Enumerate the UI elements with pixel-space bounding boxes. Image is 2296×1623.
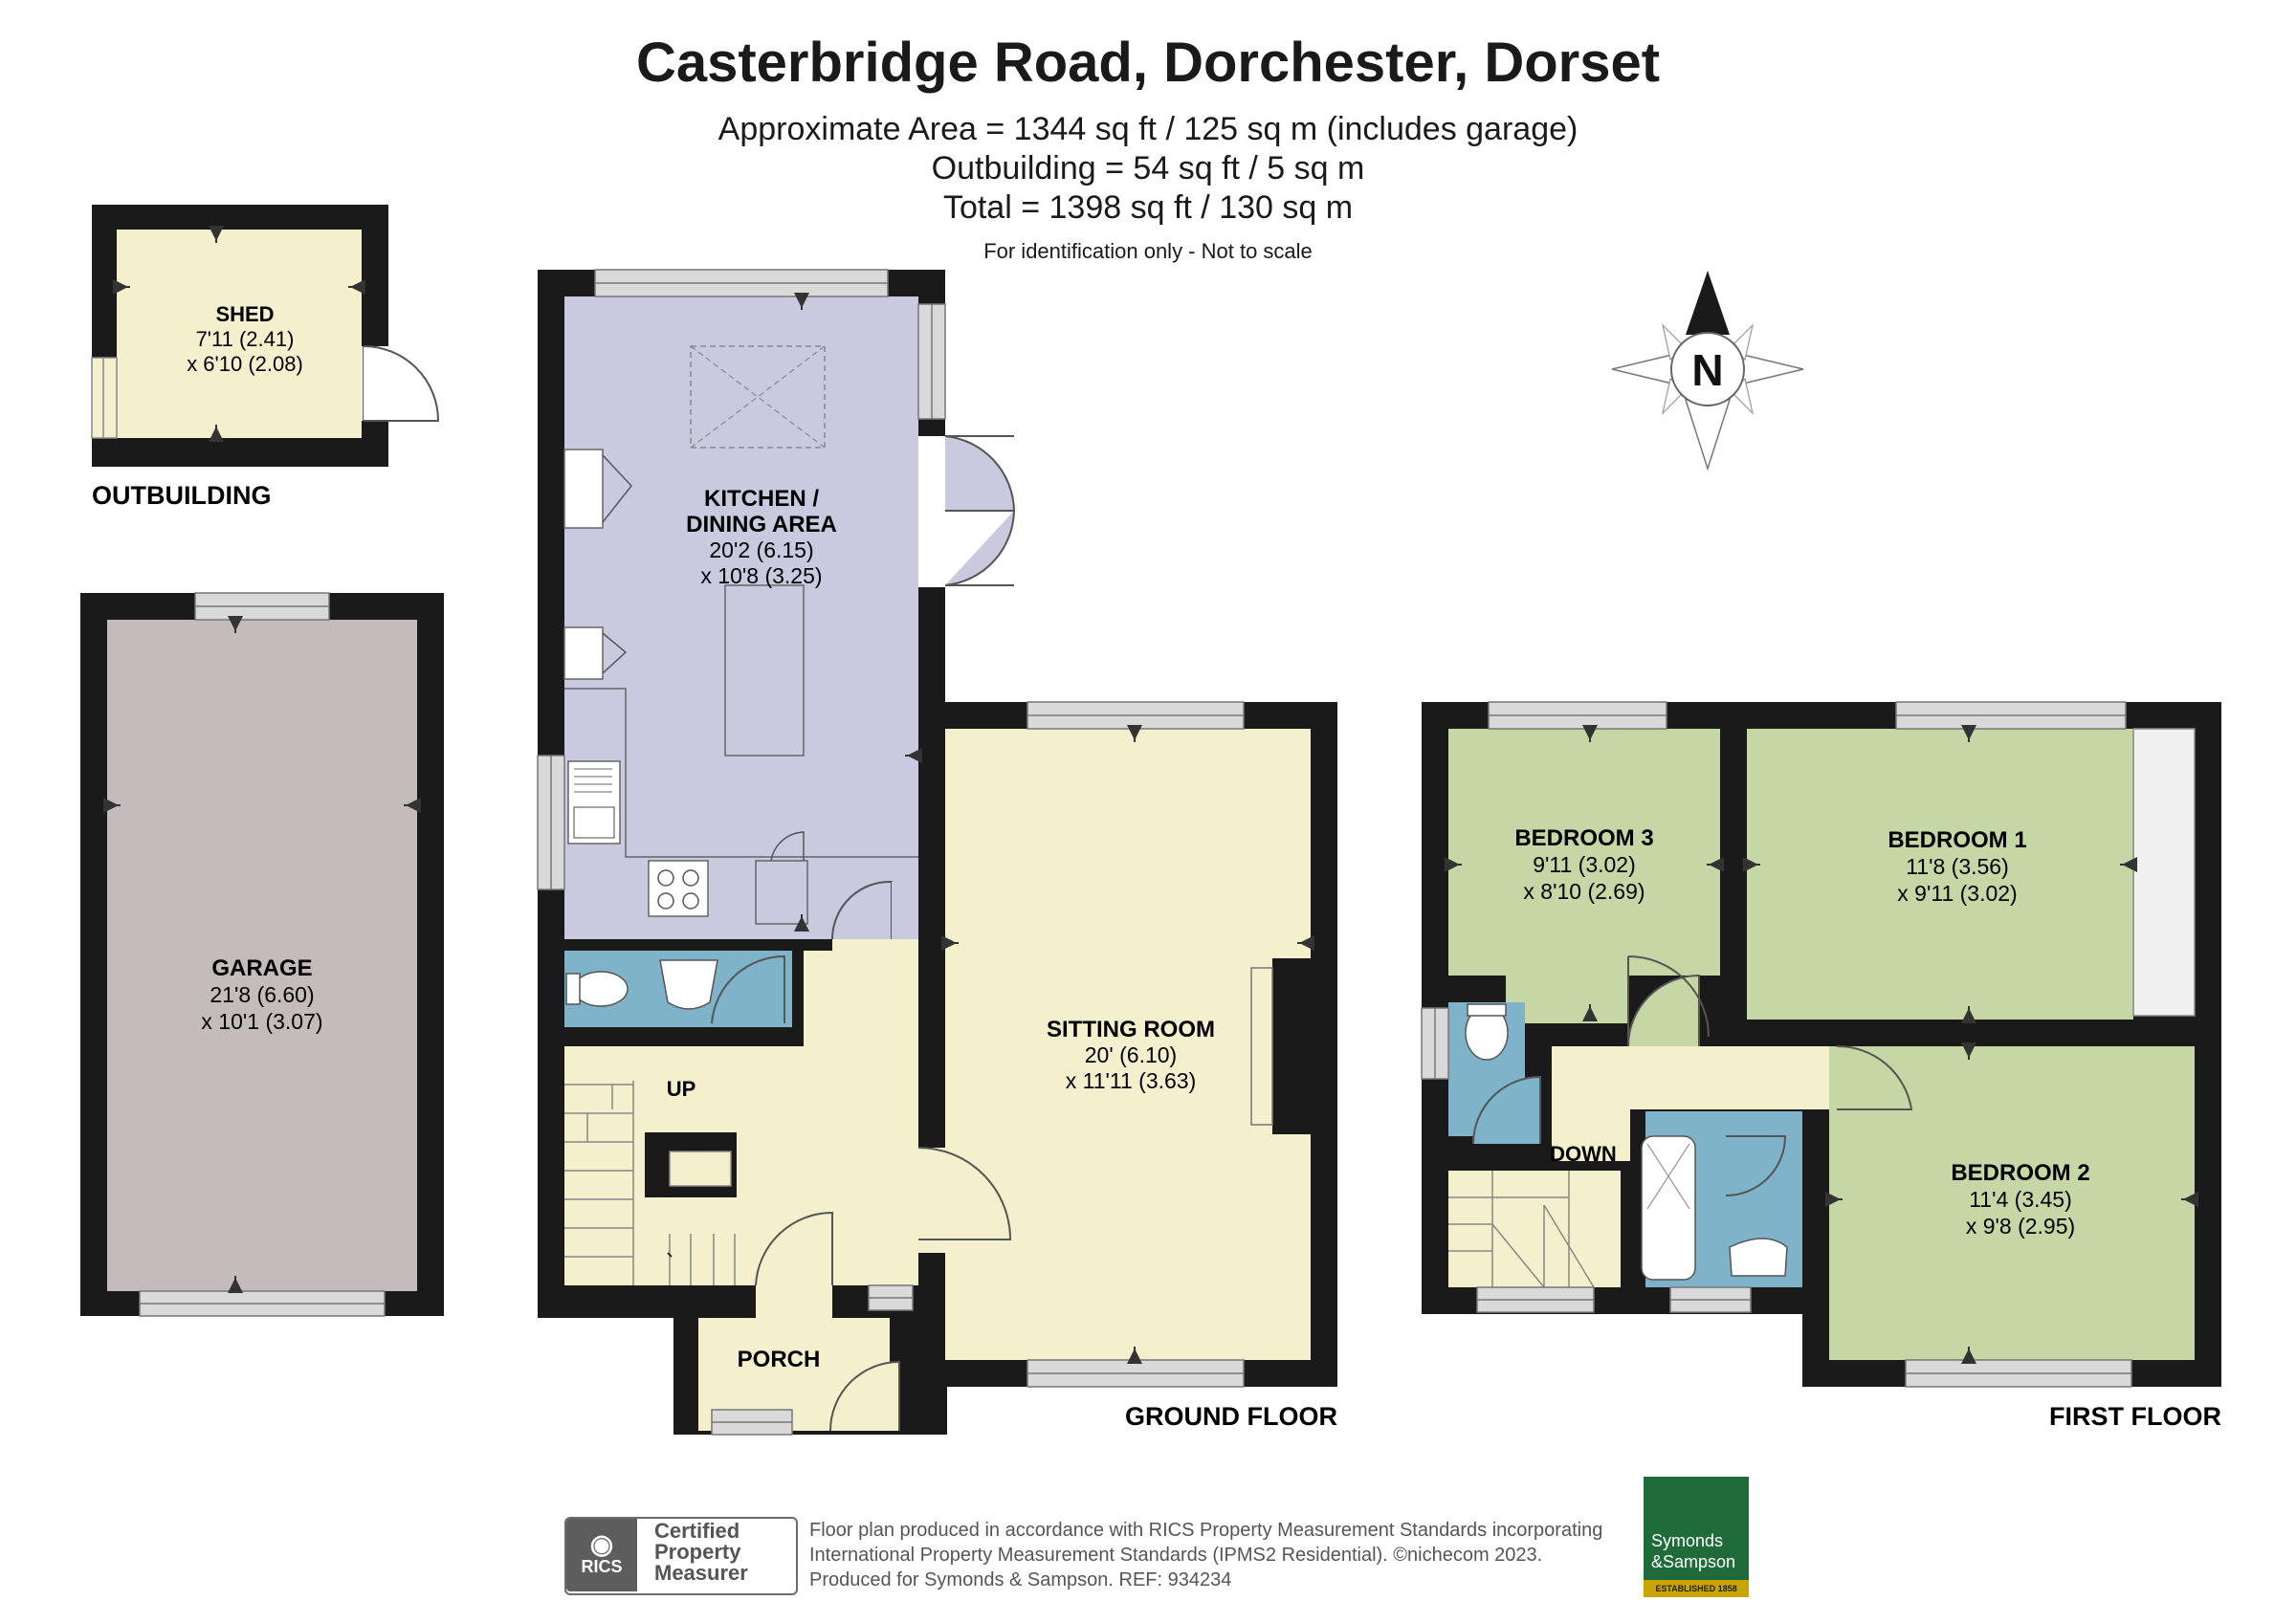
bedroom-2-name: BEDROOM 2 [1951,1160,2089,1186]
agent-established: ESTABLISHED 1858 [1644,1580,1749,1597]
bedroom-1-dim-2: x 9'11 (3.02) [1897,881,2017,906]
kitchen-dim-1: 20'2 (6.15) [709,537,813,562]
identification-note: For identification only - Not to scale [983,239,1313,263]
compass-north-label: N [1691,345,1723,395]
sitting-room-name: SITTING ROOM [1047,1017,1215,1042]
bedroom-1-dim-1: 11'8 (3.56) [1906,854,2009,879]
garage-dim-1: 21'8 (6.60) [210,982,314,1007]
bedroom-2-dim-1: 11'4 (3.45) [1969,1187,2072,1212]
total-summary: Total = 1398 sq ft / 130 sq m [942,189,1354,226]
rics-lion-icon: ◉ [589,1529,614,1559]
plan-title: Casterbridge Road, Dorchester, Dorset [635,32,1661,94]
garage-room [80,592,444,1317]
agent-name-2: &Sampson [1651,1552,1736,1571]
stairs-down-label: DOWN [1550,1142,1617,1166]
sitting-room-dim-1: 20' (6.10) [1085,1042,1177,1067]
first-floor-plan [1421,701,2221,1388]
stairs-up-label: UP [667,1077,696,1101]
first-floor-label: FIRST FLOOR [2049,1402,2221,1431]
footer-line-1: Floor plan produced in accordance with R… [809,1520,1603,1541]
outbuilding-summary: Outbuilding = 54 sq ft / 5 sq m [931,150,1365,186]
sitting-room-dim-2: x 11'11 (3.63) [1066,1068,1197,1093]
rics-certified-text: Certified Property Measurer [654,1521,748,1584]
outbuilding-label: OUTBUILDING [92,481,271,510]
compass-rose-icon: N [1611,271,1804,472]
kitchen-dim-2: x 10'8 (3.25) [700,563,822,588]
agent-name-1: Symonds [1651,1531,1724,1550]
garage-dim-2: x 10'1 (3.07) [201,1009,322,1034]
shed-dim-2: x 6'10 (2.08) [187,352,303,376]
bedroom-1-name: BEDROOM 1 [1888,827,2026,853]
footer-line-2: International Property Measurement Stand… [809,1545,1543,1566]
footer-disclaimer: Floor plan produced in accordance with R… [809,1518,1602,1592]
shed-room [91,205,440,467]
bedroom-3-dim-2: x 8'10 (2.69) [1523,879,1645,904]
rics-logo-text: RICS [581,1557,623,1576]
rics-certified-line-2: Property [654,1540,741,1564]
footer-line-3: Produced for Symonds & Sampson. REF: 934… [809,1569,1232,1590]
area-summary: Approximate Area = 1344 sq ft / 125 sq m… [718,111,1578,147]
shed-name: SHED [215,302,274,326]
rics-certified-line-1: Certified [654,1519,740,1543]
kitchen-name-2: DINING AREA [686,512,837,537]
kitchen-name-1: KITCHEN / [704,486,819,512]
porch-name: PORCH [738,1347,821,1372]
shed-dim-1: 7'11 (2.41) [196,327,295,351]
garage-name: GARAGE [211,955,312,981]
ground-floor-plan [537,269,1337,1436]
agent-logo: Symonds &Sampson [1644,1477,1749,1597]
rics-certified-line-3: Measurer [654,1561,748,1585]
bedroom-3-name: BEDROOM 3 [1514,825,1653,851]
bedroom-3-dim-1: 9'11 (3.02) [1533,852,1636,877]
bedroom-2-dim-2: x 9'8 (2.95) [1966,1214,2075,1239]
ground-floor-label: GROUND FLOOR [1125,1402,1337,1431]
rics-logo: ◉ RICS [566,1519,637,1591]
